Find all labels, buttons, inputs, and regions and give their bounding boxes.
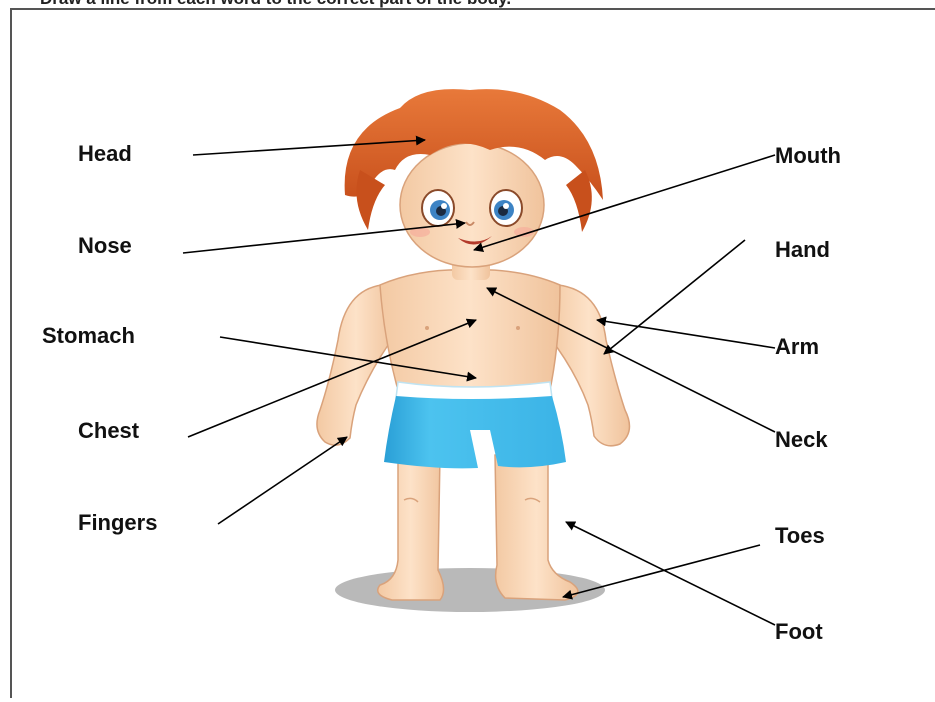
label-head: Head (78, 141, 132, 167)
label-foot: Foot (775, 619, 823, 645)
shorts (384, 382, 566, 468)
label-neck: Neck (775, 427, 828, 453)
label-hand: Hand (775, 237, 830, 263)
nipple-left (425, 326, 429, 330)
label-toes: Toes (775, 523, 825, 549)
torso (380, 270, 560, 390)
label-chest: Chest (78, 418, 139, 444)
arrow-arm (597, 320, 775, 348)
arrow-foot (566, 522, 775, 625)
arrow-fingers (218, 437, 347, 524)
arrow-hand (604, 240, 745, 354)
label-nose: Nose (78, 233, 132, 259)
head-shape (345, 89, 603, 267)
label-stomach: Stomach (42, 323, 135, 349)
label-fingers: Fingers (78, 510, 157, 536)
label-arm: Arm (775, 334, 819, 360)
arrow-toes (563, 545, 760, 597)
label-mouth: Mouth (775, 143, 841, 169)
nipple-right (516, 326, 520, 330)
